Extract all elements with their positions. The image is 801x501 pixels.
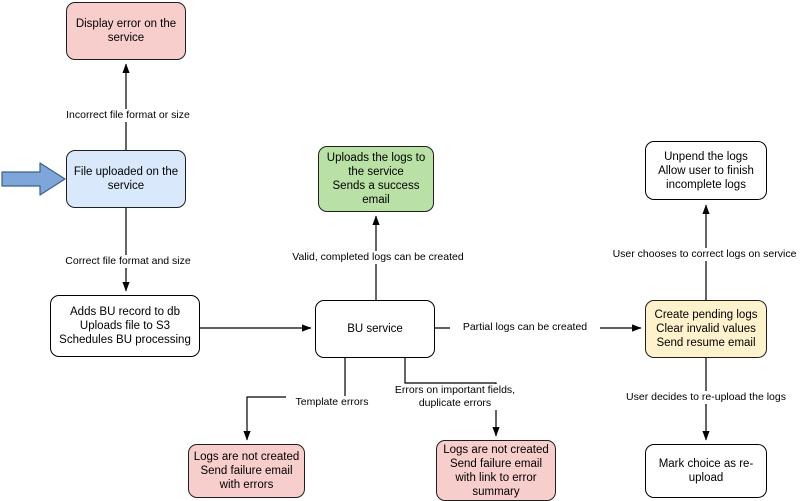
entry-arrow-icon bbox=[1, 162, 66, 196]
edge-label-valid-completed-logs: Valid, completed logs can be created bbox=[274, 251, 482, 264]
node-create-pending-logs[interactable]: Create pending logs Clear invalid values… bbox=[645, 300, 767, 358]
edge-label-partial-logs-can-be-created: Partial logs can be created bbox=[450, 321, 600, 334]
edge-label-user-decides-to-reupload: User decides to re-upload the logs bbox=[614, 391, 798, 404]
edge-label-user-chooses-to-correct-logs: User chooses to correct logs on service bbox=[604, 248, 801, 261]
edge-label-correct-file-format: Correct file format and size bbox=[50, 255, 206, 268]
node-file-uploaded-on-the-service[interactable]: File uploaded on the service bbox=[66, 150, 186, 208]
node-logs-not-created-error-summary[interactable]: Logs are not created Send failure email … bbox=[436, 440, 556, 501]
edge-label-errors-on-important-fields: Errors on important fields, duplicate er… bbox=[380, 384, 530, 410]
node-logs-not-created-with-errors[interactable]: Logs are not created Send failure email … bbox=[188, 444, 305, 498]
node-display-error[interactable]: Display error on the service bbox=[66, 2, 186, 60]
edge-label-incorrect-file-format: Incorrect file format or size bbox=[50, 109, 206, 122]
node-uploads-the-logs-to-the-service[interactable]: Uploads the logs to the service Sends a … bbox=[318, 146, 434, 212]
node-unpend-the-logs[interactable]: Unpend the logs Allow user to finish inc… bbox=[645, 141, 767, 200]
node-adds-bu-record-to-db[interactable]: Adds BU record to db Uploads file to S3 … bbox=[50, 295, 200, 357]
edge-label-template-errors: Template errors bbox=[286, 396, 378, 409]
node-bu-service[interactable]: BU service bbox=[315, 300, 435, 358]
node-mark-choice-as-re-upload[interactable]: Mark choice as re- upload bbox=[645, 444, 767, 498]
